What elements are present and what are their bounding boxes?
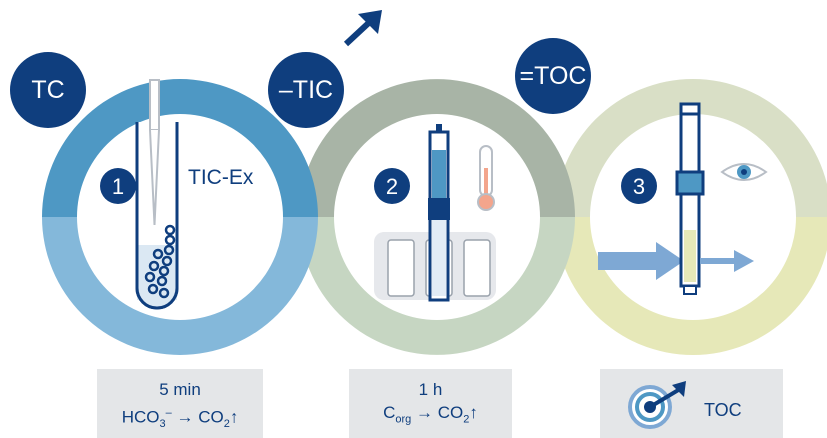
ring-1 xyxy=(42,79,318,355)
toc-label: =TOC xyxy=(519,61,587,90)
box-2-reaction: Corg → CO2↑ xyxy=(383,403,478,426)
info-box-1: 5 min HCO3– → CO2↑ xyxy=(97,369,263,438)
box-1-time: 5 min xyxy=(159,380,201,399)
box-3-label: TOC xyxy=(704,400,742,420)
arrow-up-right-icon xyxy=(343,10,382,47)
ring-3 xyxy=(555,79,827,355)
box-2-time: 1 h xyxy=(418,380,443,399)
thermometer-icon xyxy=(477,145,495,211)
info-box-3: TOC xyxy=(600,369,783,438)
target-icon xyxy=(628,381,686,429)
test-tube-icon xyxy=(135,79,179,310)
cuvette-icon xyxy=(428,124,450,302)
toc-badge: =TOC xyxy=(515,38,591,114)
eye-icon xyxy=(720,163,768,181)
step-3-number: 3 xyxy=(633,174,645,199)
box-1-reaction: HCO3– → CO2↑ xyxy=(121,407,239,431)
info-box-2: 1 h Corg → CO2↑ xyxy=(349,369,512,438)
step-2-badge: 2 xyxy=(374,168,410,204)
tic-label: –TIC xyxy=(278,75,334,104)
light-arrow-in xyxy=(598,242,684,280)
tc-badge: TC xyxy=(10,52,86,128)
step-1-label: TIC-Ex xyxy=(188,166,254,189)
ring-2 xyxy=(299,79,575,355)
cuvette-3-icon xyxy=(675,102,705,295)
step-1-badge: 1 xyxy=(100,168,136,204)
step-2-number: 2 xyxy=(386,174,398,199)
step-3-badge: 3 xyxy=(621,168,657,204)
tic-badge: –TIC xyxy=(268,52,344,128)
step-1-number: 1 xyxy=(112,174,124,199)
tc-label: TC xyxy=(31,75,65,104)
light-arrow-out xyxy=(700,250,754,272)
